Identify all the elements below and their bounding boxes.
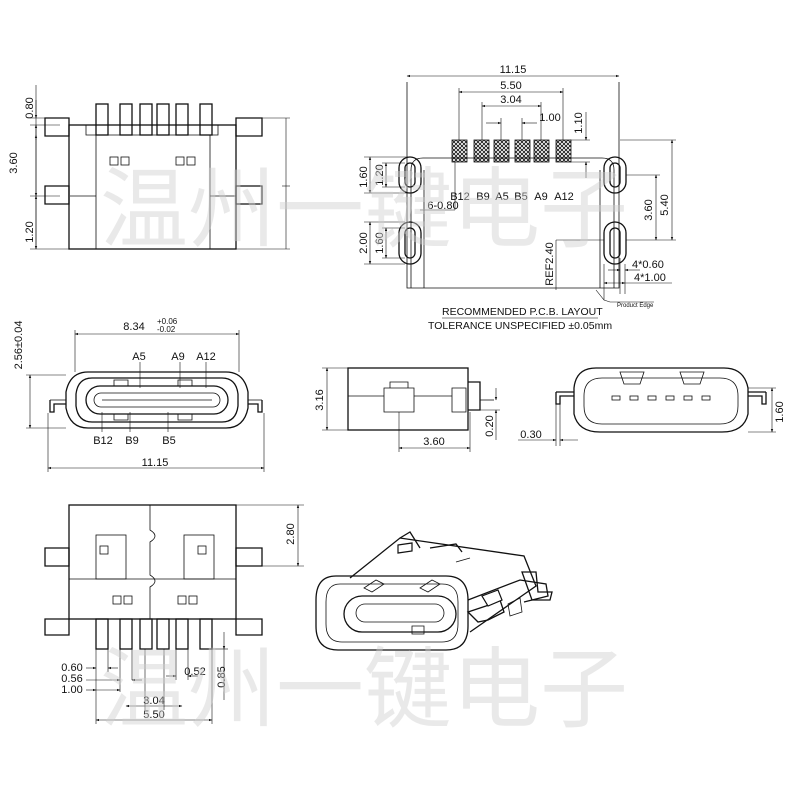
pcb-dim-slot-diameter: 4*0.60 [632, 259, 664, 271]
pcb-pad-label-a9: A9 [534, 191, 547, 203]
front-dim-opening-tol-lower: -0.02 [157, 325, 176, 334]
pcb-dim-slot-spacing: 3.60 [643, 199, 655, 220]
pcb-pad-label-a5: A5 [495, 191, 508, 203]
bottom-dim-inner-span: 3.04 [143, 695, 164, 707]
pcb-pad-label-b5: B5 [514, 191, 527, 203]
pcb-pad-label-a12: A12 [554, 191, 574, 203]
bottom-dim-outer-span: 5.50 [143, 709, 164, 721]
pcb-dim-ref: REF2.40 [544, 242, 556, 285]
rear-view: 0.30 1.60 [518, 367, 786, 446]
watermark-text-top: 温州一键电子 [100, 158, 628, 261]
front-label-a5: A5 [132, 351, 145, 363]
pcb-dim-slot-length: 4*1.00 [634, 272, 666, 284]
front-dim-height: 2.56±0.04 [13, 321, 25, 370]
front-label-b12: B12 [93, 435, 113, 447]
front-dim-width: 11.15 [142, 457, 169, 469]
front-label-b9: B9 [125, 435, 138, 447]
pcb-layout-tolerance: TOLERANCE UNSPECIFIED ±0.05mm [428, 320, 612, 332]
rear-dim-height: 1.60 [774, 401, 786, 422]
top-left-view: 0.80 3.60 1.20 [8, 85, 290, 250]
front-label-a9: A9 [171, 351, 184, 363]
pcb-dim-total-width: 11.15 [500, 64, 527, 76]
front-dim-opening-tol-upper: +0.06 [157, 317, 178, 326]
isometric-view [315, 531, 553, 651]
top-left-dim-bottom: 1.20 [24, 221, 36, 242]
watermark: 温州一键电子 温州一键电子 [100, 158, 628, 741]
front-label-a12: A12 [196, 351, 216, 363]
pcb-product-edge-label: Product Edge [617, 303, 654, 309]
bottom-dim-pin-length: 0.85 [216, 666, 228, 687]
rear-dim-offset: 0.30 [520, 429, 541, 441]
bottom-dim-right-height: 2.80 [285, 523, 297, 544]
bottom-dim-pin-gap: 0.52 [184, 666, 205, 678]
pcb-dim-pad-height: 1.10 [573, 112, 585, 133]
top-left-dim-top: 0.80 [24, 97, 36, 118]
pcb-dim-slot1-height: 1.60 [358, 166, 370, 187]
bottom-dim-pin-width-b: 0.56 [61, 673, 82, 685]
side-dim-tail: 0.20 [484, 415, 496, 436]
pcb-dim-inner-pads: 3.04 [500, 94, 521, 106]
pcb-dim-pad-count: 6-0.80 [427, 200, 458, 212]
side-dim-height: 3.16 [314, 389, 326, 410]
pcb-dim-outer-pads: 5.50 [500, 80, 521, 92]
pcb-dim-pitch: 1.00 [539, 112, 560, 124]
bottom-view: 2.80 0.60 0.56 1.00 0.52 0.85 3.04 5.50 [44, 504, 304, 724]
pcb-dim-slot2-width: 1.60 [374, 232, 386, 253]
pcb-pad-label-b9: B9 [476, 191, 489, 203]
side-view: 3.16 3.60 0.20 [314, 367, 500, 452]
top-left-dim-height: 3.60 [8, 152, 20, 173]
front-label-b5: B5 [162, 435, 175, 447]
bottom-dim-pin-pitch: 1.00 [61, 684, 82, 696]
front-dim-opening-base: 8.34 [123, 321, 144, 333]
front-view: 8.34 +0.06 -0.02 2.56±0.04 11.15 A5 A9 A… [13, 317, 265, 472]
pcb-dim-total-height: 5.40 [659, 194, 671, 215]
pcb-layout-view: B12 B9 A5 B5 A9 A12 11.15 5.50 3.04 1.00… [358, 64, 676, 332]
pcb-dim-slot2-height: 2.00 [358, 232, 370, 253]
watermark-text-bottom: 温州一键电子 [100, 638, 628, 741]
pcb-dim-slot1-width: 1.20 [374, 164, 386, 185]
side-dim-length: 3.60 [423, 436, 444, 448]
bottom-dim-pin-width: 0.60 [61, 662, 82, 674]
pcb-layout-title: RECOMMENDED P.C.B. LAYOUT [442, 306, 603, 318]
rear-pin-row [611, 395, 711, 401]
